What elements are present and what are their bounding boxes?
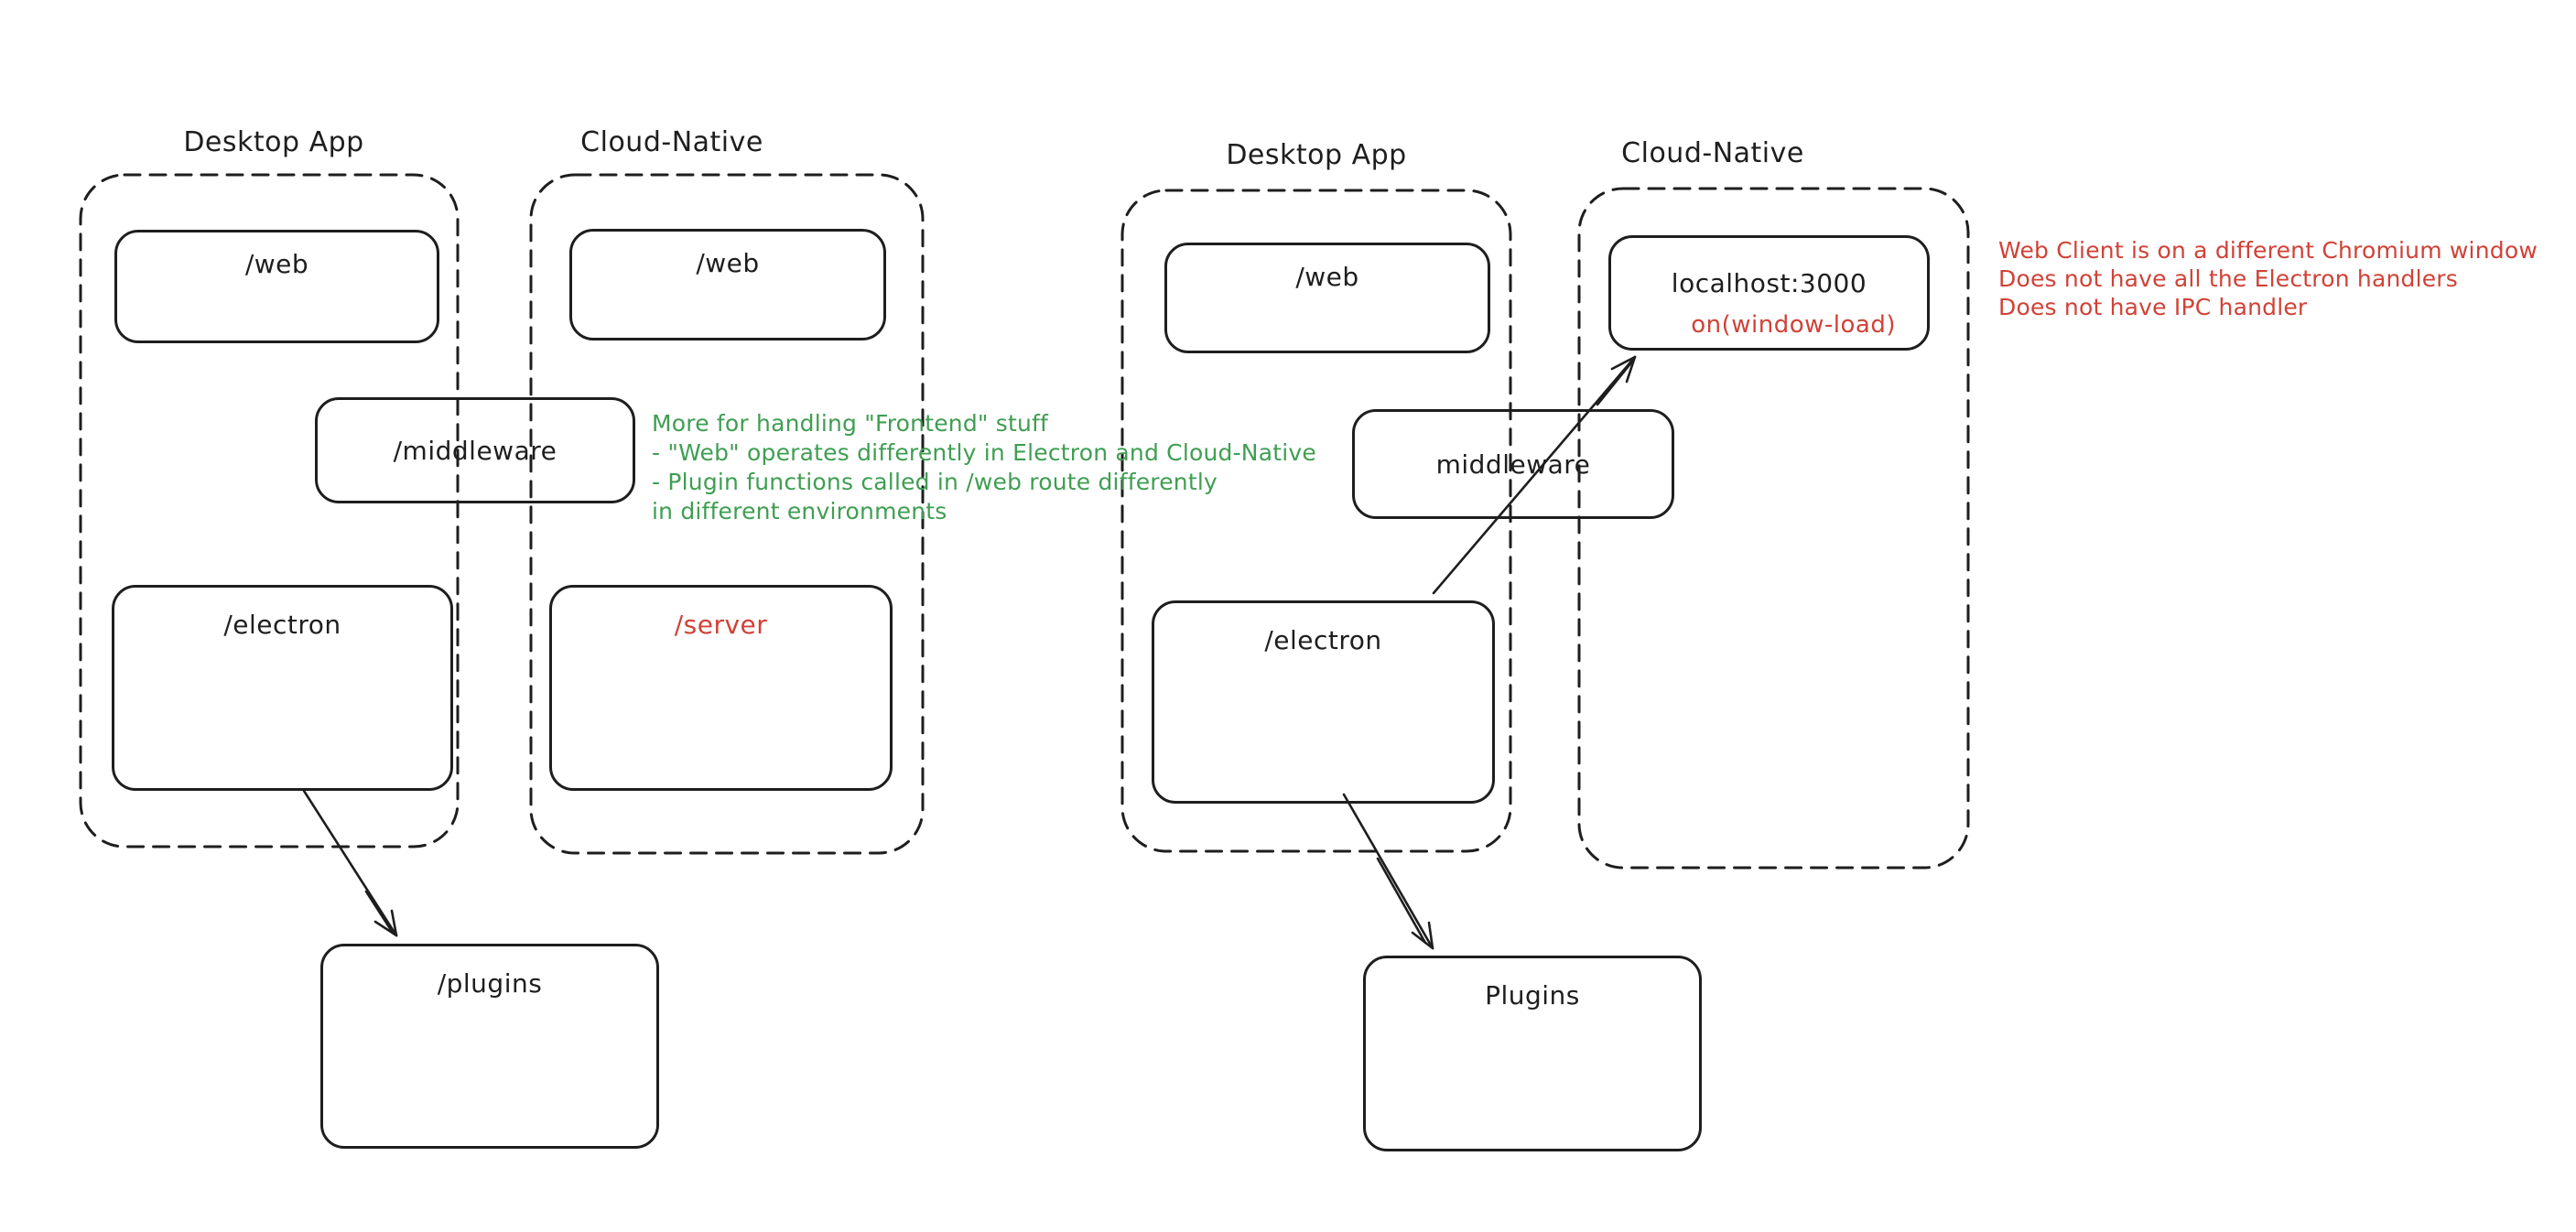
green-note-line: - "Web" operates differently in Electron… [652,439,1316,466]
right-desktop-web-label: /web [1295,262,1359,292]
left-electron-box[interactable]: /electron [112,585,453,791]
left-plugins-label: /plugins [437,968,543,999]
localhost-label: localhost:3000 [1671,267,1867,298]
left-cloud-native-label: Cloud-Native [580,126,763,158]
left-server-box[interactable]: /server [549,585,893,791]
left-cloud-web-label: /web [696,248,760,278]
right-electron-label: /electron [1264,625,1382,655]
left-plugins-box[interactable]: /plugins [320,944,659,1149]
red-note: Web Client is on a different Chromium wi… [1998,236,2538,321]
arrow-left-electron-to-plugins[interactable] [302,789,398,937]
red-note-line: Does not have IPC handler [1998,294,2308,320]
left-desktop-app-label: Desktop App [183,126,364,158]
red-note-line: Does not have all the Electron handlers [1998,265,2459,292]
right-middleware-box[interactable]: middleware [1352,409,1674,519]
green-note-line: - Plugin functions called in /web route … [652,469,1218,495]
arrow-right-electron-to-plugins[interactable] [1342,793,1434,950]
right-desktop-web-box[interactable]: /web [1164,243,1490,353]
right-middleware-label: middleware [1435,448,1591,480]
right-desktop-app-label: Desktop App [1226,139,1407,171]
left-cloud-web-box[interactable]: /web [569,229,886,340]
window-load-label: on(window-load) [1691,310,1896,339]
right-localhost-box[interactable]: localhost:3000 on(window-load) [1608,235,1930,351]
right-plugins-box[interactable]: Plugins [1363,956,1702,1151]
green-note-line: More for handling "Frontend" stuff [652,410,1049,437]
right-plugins-label: Plugins [1485,980,1580,1010]
left-desktop-web-label: /web [244,249,309,279]
red-note-line: Web Client is on a different Chromium wi… [1998,237,2538,264]
left-middleware-box[interactable]: /middleware [315,397,635,503]
right-cloud-native-label: Cloud-Native [1621,137,1804,169]
left-middleware-label: /middleware [393,435,557,466]
left-desktop-web-box[interactable]: /web [114,230,439,343]
right-electron-box[interactable]: /electron [1152,600,1495,804]
green-note: More for handling "Frontend" stuff - "We… [652,409,1316,526]
left-electron-label: /electron [223,610,341,640]
green-note-line: in different environments [652,498,947,524]
left-server-label: /server [674,610,768,640]
